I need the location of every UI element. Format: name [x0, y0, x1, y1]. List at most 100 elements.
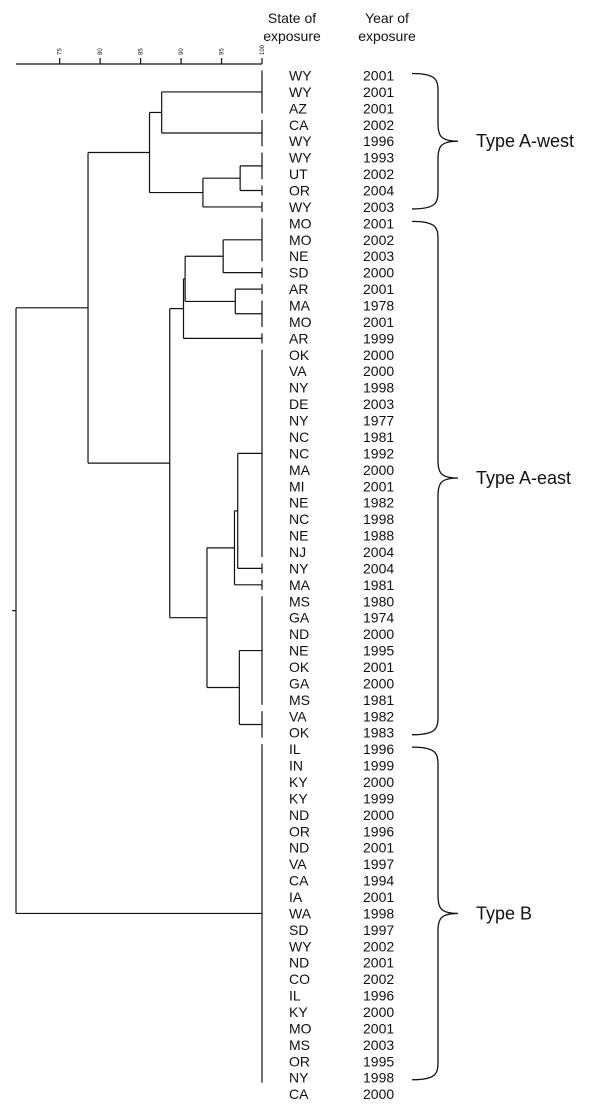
year-label: 2001 — [363, 659, 394, 675]
year-label: 1998 — [363, 511, 394, 527]
state-label: CA — [289, 117, 309, 133]
state-label: AR — [289, 330, 308, 346]
year-label: 2002 — [363, 232, 394, 248]
year-label: 2003 — [363, 248, 394, 264]
state-label: ND — [289, 840, 309, 856]
year-label: 2001 — [363, 68, 394, 84]
state-header-line-2: exposure — [263, 28, 321, 44]
year-label: 2004 — [363, 560, 394, 576]
state-label: NC — [289, 445, 309, 461]
year-label: 2001 — [363, 955, 394, 971]
year-header-line-1: Year of — [365, 10, 409, 26]
year-label: 2004 — [363, 183, 394, 199]
state-label: MO — [289, 232, 312, 248]
year-label: 2003 — [363, 1037, 394, 1053]
year-label: 1996 — [363, 741, 394, 757]
state-label: MS — [289, 692, 310, 708]
column-headers: State of exposure Year of exposure — [263, 10, 416, 44]
year-label: 2001 — [363, 478, 394, 494]
dendrogram-tree — [12, 70, 263, 1083]
year-label: 1974 — [363, 610, 394, 626]
state-label: ND — [289, 955, 309, 971]
state-label: MA — [289, 298, 311, 314]
state-label: MO — [289, 314, 312, 330]
year-label: 1999 — [363, 330, 394, 346]
year-label: 1980 — [363, 593, 394, 609]
state-label: NY — [289, 380, 309, 396]
year-label: 2000 — [363, 626, 394, 642]
state-label: NY — [289, 413, 309, 429]
scale-tick-label: 90 — [179, 48, 185, 55]
year-label: 1998 — [363, 1070, 394, 1086]
state-label: OR — [289, 1053, 310, 1069]
state-label: OK — [289, 347, 310, 363]
year-label: 2000 — [363, 265, 394, 281]
year-label: 2001 — [363, 314, 394, 330]
state-label: WY — [289, 133, 312, 149]
state-label: CA — [289, 1086, 309, 1102]
state-label: ND — [289, 807, 309, 823]
group-label: Type B — [476, 903, 532, 923]
year-label: 1999 — [363, 790, 394, 806]
year-label: 1996 — [363, 133, 394, 149]
state-label: SD — [289, 265, 308, 281]
year-label: 1992 — [363, 445, 394, 461]
state-label: MS — [289, 593, 310, 609]
year-label: 1996 — [363, 988, 394, 1004]
year-label: 2000 — [363, 774, 394, 790]
year-label: 2001 — [363, 281, 394, 297]
state-label: OK — [289, 725, 310, 741]
scale-tick-label: 85 — [139, 48, 145, 55]
state-label: MA — [289, 577, 311, 593]
state-label: NY — [289, 560, 309, 576]
group-brace — [411, 746, 459, 1081]
year-label: 2001 — [363, 840, 394, 856]
state-label: OR — [289, 183, 310, 199]
state-label: OR — [289, 823, 310, 839]
state-label: NY — [289, 1070, 309, 1086]
year-label: 2003 — [363, 396, 394, 412]
state-label: MS — [289, 1037, 310, 1053]
state-label: AR — [289, 281, 308, 297]
year-label: 2003 — [363, 199, 394, 215]
year-label: 1993 — [363, 150, 394, 166]
state-label: WY — [289, 199, 312, 215]
state-label: WY — [289, 68, 312, 84]
scale-tick-label: 95 — [220, 48, 226, 55]
state-label: WY — [289, 150, 312, 166]
state-label: GA — [289, 675, 310, 691]
year-header-line-2: exposure — [358, 28, 416, 44]
state-label: DE — [289, 396, 308, 412]
state-label: WY — [289, 938, 312, 954]
year-label: 2001 — [363, 100, 394, 116]
year-label: 1994 — [363, 873, 394, 889]
state-label: VA — [289, 708, 307, 724]
state-label: NC — [289, 429, 309, 445]
state-label: CO — [289, 971, 310, 987]
year-label: 2000 — [363, 347, 394, 363]
state-label: NE — [289, 643, 308, 659]
state-label: NE — [289, 248, 308, 264]
scale-tick-label: 100 — [260, 44, 266, 55]
year-label: 1981 — [363, 577, 394, 593]
year-label: 2000 — [363, 363, 394, 379]
state-label: GA — [289, 610, 310, 626]
year-label: 1998 — [363, 905, 394, 921]
year-label: 2000 — [363, 807, 394, 823]
state-label: KY — [289, 1004, 308, 1020]
state-label: MA — [289, 462, 311, 478]
year-label: 1983 — [363, 725, 394, 741]
year-label: 1997 — [363, 856, 394, 872]
group-label: Type A-west — [476, 131, 574, 151]
year-label: 2001 — [363, 215, 394, 231]
state-header-line-1: State of — [268, 10, 316, 26]
year-label: 2001 — [363, 84, 394, 100]
year-label: 2002 — [363, 938, 394, 954]
state-label: WA — [289, 905, 312, 921]
state-label: NE — [289, 495, 308, 511]
state-label: OK — [289, 659, 310, 675]
year-label: 1988 — [363, 528, 394, 544]
year-label: 2000 — [363, 1086, 394, 1102]
state-label: KY — [289, 774, 308, 790]
